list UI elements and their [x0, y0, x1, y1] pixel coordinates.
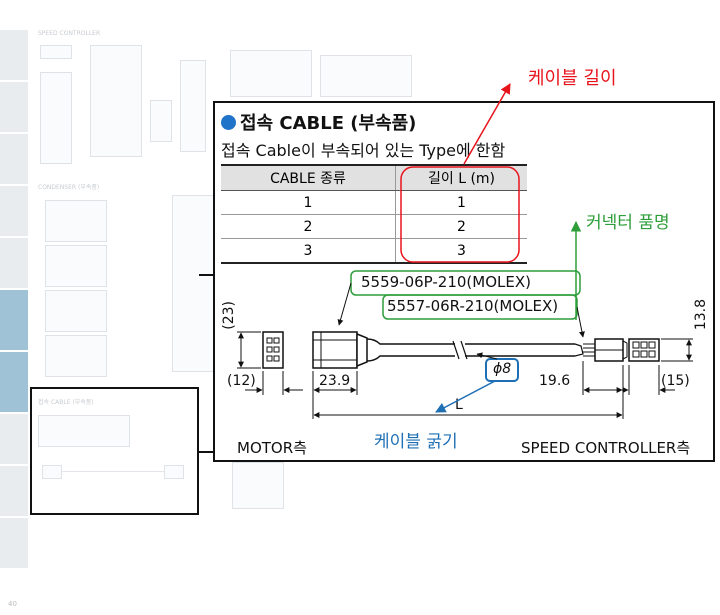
table-row: 2 2	[221, 214, 527, 239]
dim-13-8-line	[661, 338, 693, 362]
dim-19-6-label: 19.6	[539, 373, 571, 389]
leader-part-1	[337, 282, 352, 326]
table-cell: 1	[221, 190, 396, 215]
bg-cable-connector	[42, 465, 62, 479]
dim-phi8-label: ϕ8	[493, 361, 512, 377]
length-column-highlight	[400, 166, 520, 263]
bg-controller-drawing	[90, 45, 142, 157]
side-tab	[0, 414, 28, 466]
bg-controller-drawing	[150, 100, 172, 142]
bg-controller-drawing	[180, 60, 206, 152]
side-tabs	[0, 30, 30, 600]
side-tab	[0, 82, 28, 134]
bg-controller-drawing	[40, 72, 72, 164]
bg-section-condenser: CONDENSER (부속품)	[38, 184, 100, 191]
bg-label-box	[40, 45, 72, 59]
controller-connector	[594, 338, 660, 362]
dim-12-label: (12)	[227, 373, 256, 389]
bg-cable-table	[38, 415, 130, 447]
side-tab	[0, 518, 28, 570]
callout-cable-length: 케이블 길이	[528, 68, 617, 89]
dim-15-label: (15)	[661, 373, 690, 389]
side-tab	[0, 238, 28, 290]
table-cell: 3	[221, 238, 396, 264]
controller-wires	[583, 343, 595, 357]
bg-controller-drawing	[320, 55, 412, 97]
table-row: 3 3	[221, 238, 527, 264]
callout-cable-thickness: 케이블 굵기	[374, 432, 458, 452]
dim-23-line	[237, 331, 261, 369]
side-tab-active	[0, 290, 28, 352]
bg-controller-drawing	[230, 50, 312, 97]
table-header-row: CABLE 종류 길이 L (m)	[221, 164, 527, 191]
bg-condenser-table	[172, 195, 214, 372]
table-cell: 2	[221, 214, 396, 239]
side-tab-active	[0, 352, 28, 414]
panel-title: 접속 CABLE (부속품)	[221, 109, 416, 135]
title-bullet-icon	[221, 114, 236, 130]
bg-condenser-drawing	[45, 335, 107, 377]
connector-part-number-1: 5559-06P-210(MOLEX)	[361, 273, 531, 291]
arrow-cable-thickness	[435, 380, 496, 413]
motor-side-label: MOTOR측	[237, 439, 307, 457]
phi8-box	[485, 358, 519, 382]
table-cell: 2	[395, 214, 527, 239]
table-row: 1 1	[221, 190, 527, 215]
side-tab	[0, 186, 28, 238]
dim-horizontal-lines	[245, 361, 675, 419]
leader-part-2	[576, 306, 585, 338]
table-cell: 1	[395, 190, 527, 215]
table-header: 길이 L (m)	[395, 164, 527, 191]
leader-phi8	[476, 352, 498, 360]
highlight-box: 접속 CABLE (부속품)	[30, 387, 199, 515]
cable-drawing	[237, 166, 693, 419]
bg-cable-line	[42, 471, 182, 472]
motor-plug	[312, 331, 368, 369]
bg-condenser-drawing	[45, 245, 107, 287]
cable-length-table: CABLE 종류 길이 L (m) 1 1 2 2 3 3	[221, 164, 527, 264]
arrow-cable-length	[463, 83, 511, 165]
controller-side-label: SPEED CONTROLLER측	[521, 439, 691, 457]
side-tab	[0, 134, 28, 186]
bg-condenser-drawing	[45, 200, 107, 242]
cable-zoom-panel: 접속 CABLE (부속품) 접속 Cable이 부속되어 있는 Type에 한…	[213, 101, 715, 462]
dim-23-9-label: 23.9	[319, 373, 351, 389]
table-header: CABLE 종류	[221, 164, 396, 191]
connector-part-number-2: 5557-06R-210(MOLEX)	[387, 297, 559, 315]
bg-cable-connector	[164, 465, 184, 479]
motor-connector	[262, 331, 284, 369]
table-cell: 3	[395, 238, 527, 264]
bg-section-speed-controller: SPEED CONTROLLER	[38, 30, 101, 37]
panel-title-text: 접속 CABLE (부속품)	[240, 113, 417, 134]
dim-L-label: L	[455, 397, 463, 413]
bg-condenser-drawing	[45, 290, 107, 332]
panel-subtitle: 접속 Cable이 부속되어 있는 Type에 한함	[221, 141, 506, 160]
side-tab	[0, 466, 28, 518]
bg-section-cable: 접속 CABLE (부속품)	[38, 399, 94, 406]
bg-drawing	[232, 462, 284, 509]
side-tab	[0, 30, 28, 82]
page-number: 40	[8, 600, 17, 608]
callout-connector-name: 커넥터 품명	[586, 213, 670, 233]
